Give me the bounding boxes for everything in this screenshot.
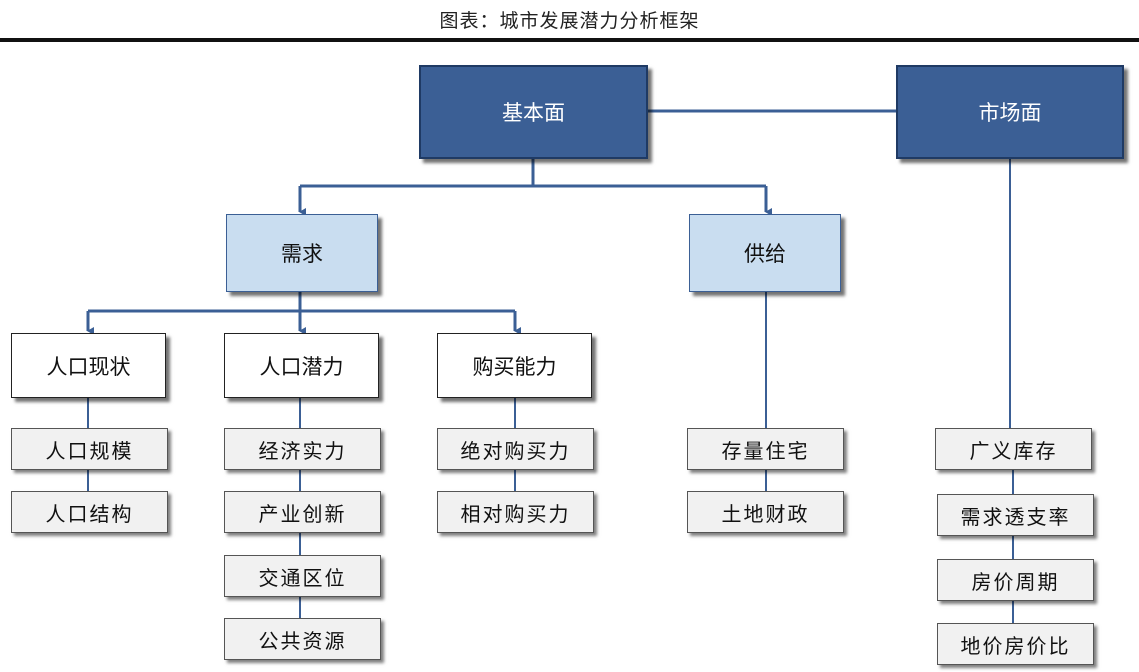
leaf-population-structure-label: 人口结构 bbox=[45, 501, 134, 526]
node-supply-label: 供给 bbox=[744, 242, 786, 266]
leaf-industrial-innovation-label: 产业创新 bbox=[258, 501, 347, 526]
leaf-demand-overdraft-rate-label: 需求透支率 bbox=[960, 504, 1071, 529]
leaf-transport-location-label: 交通区位 bbox=[258, 565, 347, 590]
leaf-population-structure: 人口结构 bbox=[11, 491, 168, 533]
leaf-broad-inventory: 广义库存 bbox=[935, 428, 1092, 470]
node-supply: 供给 bbox=[689, 214, 841, 292]
leaf-absolute-purchasing-power-label: 绝对购买力 bbox=[460, 438, 571, 463]
figure-title: 图表：城市发展潜力分析框架 bbox=[439, 10, 700, 32]
node-population-potential: 人口潜力 bbox=[224, 333, 379, 398]
leaf-economic-strength: 经济实力 bbox=[224, 428, 381, 470]
node-market-label: 市场面 bbox=[978, 101, 1042, 125]
leaf-broad-inventory-label: 广义库存 bbox=[969, 438, 1058, 463]
node-fundamentals-label: 基本面 bbox=[502, 101, 565, 125]
leaf-population-scale-label: 人口规模 bbox=[45, 438, 134, 463]
leaf-land-finance-label: 土地财政 bbox=[721, 501, 810, 526]
leaf-land-to-house-price-ratio-label: 地价房价比 bbox=[960, 633, 1071, 658]
node-demand: 需求 bbox=[226, 214, 378, 292]
leaf-housing-stock: 存量住宅 bbox=[687, 428, 844, 470]
node-population-potential-label: 人口潜力 bbox=[259, 354, 344, 379]
node-purchasing-power-label: 购买能力 bbox=[472, 354, 557, 379]
leaf-population-scale: 人口规模 bbox=[11, 428, 168, 470]
leaf-economic-strength-label: 经济实力 bbox=[258, 438, 347, 463]
leaf-absolute-purchasing-power: 绝对购买力 bbox=[437, 428, 594, 470]
leaf-industrial-innovation: 产业创新 bbox=[224, 491, 381, 533]
node-fundamentals: 基本面 bbox=[419, 65, 648, 159]
leaf-house-price-cycle: 房价周期 bbox=[937, 559, 1094, 601]
leaf-demand-overdraft-rate: 需求透支率 bbox=[937, 494, 1094, 536]
leaf-land-finance: 土地财政 bbox=[687, 491, 844, 533]
title-rule bbox=[0, 38, 1139, 42]
node-demand-label: 需求 bbox=[281, 242, 323, 266]
leaf-house-price-cycle-label: 房价周期 bbox=[971, 569, 1060, 594]
leaf-relative-purchasing-power: 相对购买力 bbox=[437, 491, 594, 533]
node-population-status-label: 人口现状 bbox=[46, 354, 131, 379]
leaf-relative-purchasing-power-label: 相对购买力 bbox=[460, 501, 571, 526]
leaf-transport-location: 交通区位 bbox=[224, 555, 381, 597]
node-market: 市场面 bbox=[896, 65, 1124, 159]
node-purchasing-power: 购买能力 bbox=[437, 333, 592, 398]
leaf-public-resources: 公共资源 bbox=[224, 618, 381, 660]
leaf-land-to-house-price-ratio: 地价房价比 bbox=[937, 623, 1094, 665]
leaf-public-resources-label: 公共资源 bbox=[258, 628, 347, 653]
leaf-housing-stock-label: 存量住宅 bbox=[721, 438, 810, 463]
node-population-status: 人口现状 bbox=[11, 333, 166, 398]
